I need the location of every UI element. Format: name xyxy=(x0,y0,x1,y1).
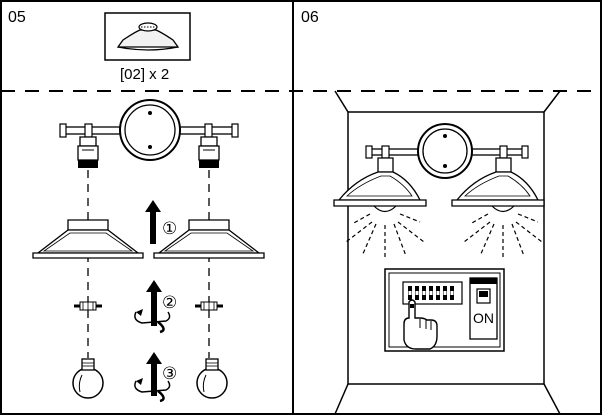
installed-shade-icon-right xyxy=(451,145,545,213)
bulb-icon-left xyxy=(72,358,104,399)
hand-pointer-icon xyxy=(403,299,438,350)
ring-icon-right xyxy=(195,301,223,311)
shade-icon-right xyxy=(153,219,265,259)
installed-backplate-icon xyxy=(417,123,473,179)
socket-icon-left xyxy=(77,136,99,168)
light-rays xyxy=(345,213,543,260)
shade-icon-left xyxy=(32,219,144,259)
backplate-icon xyxy=(119,99,181,161)
room-walls xyxy=(334,90,561,415)
part-box xyxy=(104,12,191,61)
step-marker-3: ③ xyxy=(162,364,177,383)
breaker-panel-icon xyxy=(384,268,505,352)
shade-part-icon xyxy=(116,22,180,51)
rotate-arrow-icon-3 xyxy=(134,352,171,403)
breaker-on-label: ON xyxy=(473,310,494,326)
step-number-06: 06 xyxy=(301,9,319,26)
arrow-up-icon-1 xyxy=(145,200,161,244)
step-number-05: 05 xyxy=(8,9,26,26)
step-marker-1: ① xyxy=(162,219,177,238)
bulb-icon-right xyxy=(196,358,228,399)
part-label: [02] x 2 xyxy=(120,66,169,83)
socket-icon-right xyxy=(198,136,220,168)
ring-icon-left xyxy=(74,301,102,311)
rotate-arrow-icon-2 xyxy=(134,280,171,334)
step-marker-2: ② xyxy=(162,293,177,312)
installed-shade-icon-left xyxy=(333,145,427,213)
